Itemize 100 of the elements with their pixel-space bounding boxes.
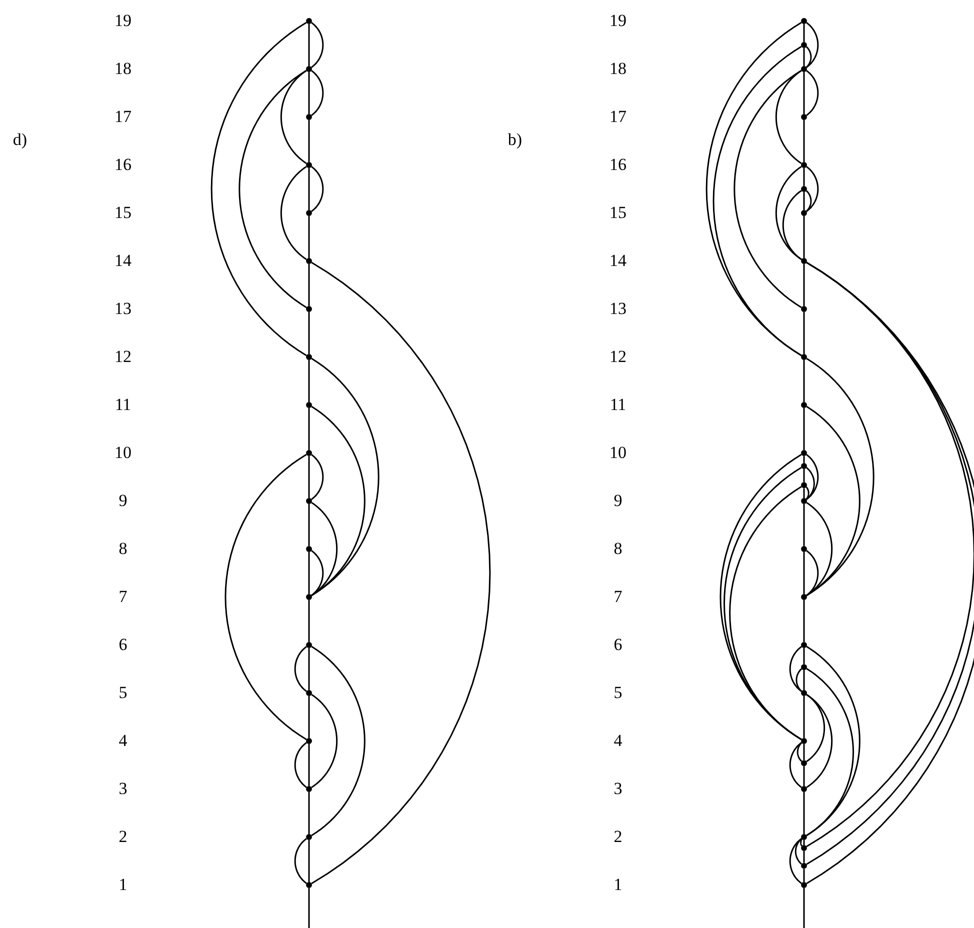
arc-connector bbox=[294, 838, 307, 884]
arc-connector bbox=[311, 454, 324, 500]
arc-connector bbox=[796, 668, 802, 692]
line-segment bbox=[308, 24, 310, 66]
row-number: 10 bbox=[610, 443, 626, 463]
line-segment bbox=[308, 120, 310, 162]
arc-connector bbox=[806, 550, 819, 596]
line-segment bbox=[308, 792, 310, 834]
line-segment bbox=[803, 408, 805, 450]
arc-connector bbox=[238, 70, 307, 308]
panel-label: d) bbox=[12, 130, 28, 150]
row-number: 7 bbox=[118, 587, 128, 607]
row-number: 8 bbox=[614, 539, 622, 559]
line-segment bbox=[803, 456, 805, 463]
panel-label: b) bbox=[508, 130, 522, 150]
arc-connector bbox=[806, 166, 819, 212]
line-segment bbox=[803, 48, 805, 66]
line-segment bbox=[308, 72, 310, 114]
line-segment bbox=[803, 696, 805, 738]
arc-connector bbox=[775, 70, 802, 164]
row-number: 1 bbox=[614, 875, 622, 895]
line-segment bbox=[308, 216, 310, 258]
line-segment bbox=[308, 312, 310, 354]
row-number: 4 bbox=[614, 731, 622, 751]
line-segment bbox=[803, 192, 805, 210]
line-segment bbox=[803, 468, 805, 482]
arc-connector bbox=[311, 502, 338, 596]
row-number: 11 bbox=[114, 395, 132, 415]
arc-connector bbox=[294, 646, 307, 692]
arc-connector bbox=[806, 467, 815, 500]
arc-connector bbox=[806, 668, 854, 836]
line-segment bbox=[803, 670, 805, 690]
row-number: 8 bbox=[118, 539, 128, 559]
line-segment bbox=[803, 868, 805, 882]
arc-connector bbox=[806, 190, 812, 212]
line-segment bbox=[803, 312, 805, 354]
arc-connector bbox=[280, 70, 307, 164]
row-number: 13 bbox=[610, 299, 626, 319]
row-number: 17 bbox=[610, 107, 626, 127]
line-segment bbox=[308, 888, 310, 928]
arc-connector bbox=[311, 694, 338, 788]
arc-connector bbox=[311, 406, 366, 596]
arc-connector bbox=[806, 70, 819, 116]
arc-connector bbox=[806, 22, 819, 68]
arc-connector bbox=[775, 166, 802, 260]
line-segment bbox=[308, 168, 310, 210]
arc-connector bbox=[782, 190, 802, 260]
arc-connector bbox=[311, 70, 324, 116]
row-number: 16 bbox=[610, 155, 626, 175]
row-number: 18 bbox=[610, 59, 626, 79]
arc-connector bbox=[806, 454, 819, 500]
arc-connector bbox=[210, 22, 307, 356]
arc-connector bbox=[280, 166, 307, 260]
line-segment bbox=[308, 504, 310, 546]
arc-connector bbox=[311, 550, 324, 596]
arc-connector bbox=[806, 486, 810, 500]
row-number: 2 bbox=[118, 827, 128, 847]
arc-connector bbox=[311, 166, 324, 212]
arc-connector bbox=[806, 406, 860, 596]
row-number: 14 bbox=[114, 251, 132, 271]
line-segment bbox=[803, 840, 805, 846]
line-segment bbox=[308, 456, 310, 498]
row-number: 15 bbox=[610, 203, 626, 223]
row-number: 14 bbox=[610, 251, 626, 271]
line-segment bbox=[803, 744, 805, 760]
arc-connector bbox=[311, 646, 366, 836]
line-segment bbox=[803, 72, 805, 114]
line-segment bbox=[803, 264, 805, 306]
row-number: 2 bbox=[614, 827, 622, 847]
row-number: 3 bbox=[118, 779, 128, 799]
arc-connector bbox=[794, 838, 802, 865]
line-segment bbox=[308, 360, 310, 402]
row-number: 13 bbox=[114, 299, 132, 319]
arc-connector bbox=[806, 694, 833, 788]
row-number: 10 bbox=[114, 443, 132, 463]
row-number: 5 bbox=[118, 683, 128, 703]
row-number: 12 bbox=[114, 347, 132, 367]
arc-connector bbox=[294, 742, 307, 788]
row-number: 16 bbox=[114, 155, 132, 175]
line-segment bbox=[803, 792, 805, 834]
arc-connector bbox=[311, 262, 491, 884]
row-number: 6 bbox=[118, 635, 128, 655]
row-number: 17 bbox=[114, 107, 132, 127]
line-segment bbox=[308, 744, 310, 786]
arc-connector bbox=[806, 502, 833, 596]
line-segment bbox=[803, 766, 805, 786]
row-number: 18 bbox=[114, 59, 132, 79]
line-segment bbox=[803, 648, 805, 664]
arc-connector bbox=[789, 838, 802, 884]
row-number: 1 bbox=[118, 875, 128, 895]
row-number: 3 bbox=[614, 779, 622, 799]
line-segment bbox=[308, 408, 310, 450]
arc-connector bbox=[224, 454, 307, 740]
line-segment bbox=[308, 264, 310, 306]
line-segment bbox=[803, 851, 805, 863]
row-number: 6 bbox=[614, 635, 622, 655]
line-segment bbox=[803, 488, 805, 498]
arc-connector bbox=[800, 838, 802, 847]
line-segment bbox=[803, 504, 805, 546]
arc-connector bbox=[796, 742, 802, 762]
